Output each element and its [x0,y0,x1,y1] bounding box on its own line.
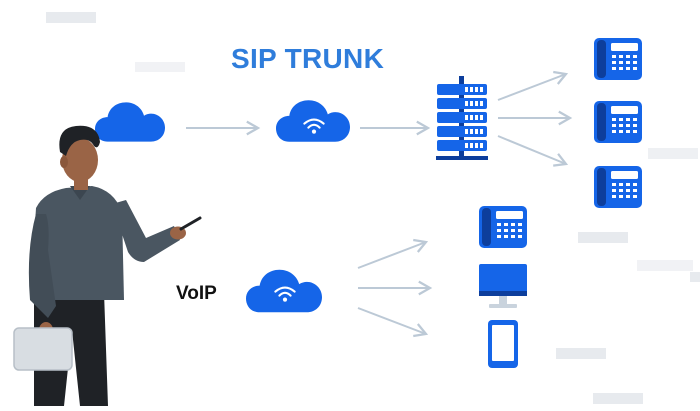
cloud-wifi-icon [246,269,322,313]
desk-phone-icon [594,38,642,80]
desk-phone-icon [594,166,642,208]
pointer-stick [179,216,202,231]
decor-block [135,62,185,72]
voip-label: VoIP [176,283,217,304]
cloud-icon [95,102,165,142]
person-ear [60,156,68,168]
person-presenter-illustration [13,125,202,406]
desk-phone-icon [594,101,642,143]
cloud-wifi-icon [276,100,350,142]
arrow-voip-to-smartphone [357,307,429,338]
desk-phone-icon [479,206,527,248]
person-hair [59,125,100,156]
arrow-server-to-phone-3 [497,135,569,167]
decor-block [556,348,606,359]
monitor-icon [479,264,527,308]
person-left-arm [28,214,56,318]
smartphone-icon [488,320,518,368]
person-legs [34,292,108,406]
arrow-voip-to-phone [357,238,429,269]
decor-block [593,393,643,404]
decor-block [690,272,700,282]
decor-block [578,232,628,243]
sip-trunk-title: SIP TRUNK [231,43,385,74]
arrow-server-to-phone-1 [497,70,569,101]
decor-block [648,148,698,159]
person-torso [30,186,124,300]
server-rack-icon [436,76,488,160]
decor-block [637,260,693,271]
tablet-device [13,327,73,371]
decor-block [46,12,96,23]
background-decor [46,12,700,404]
person-pointing-arm [112,200,180,262]
person-head [62,138,98,182]
